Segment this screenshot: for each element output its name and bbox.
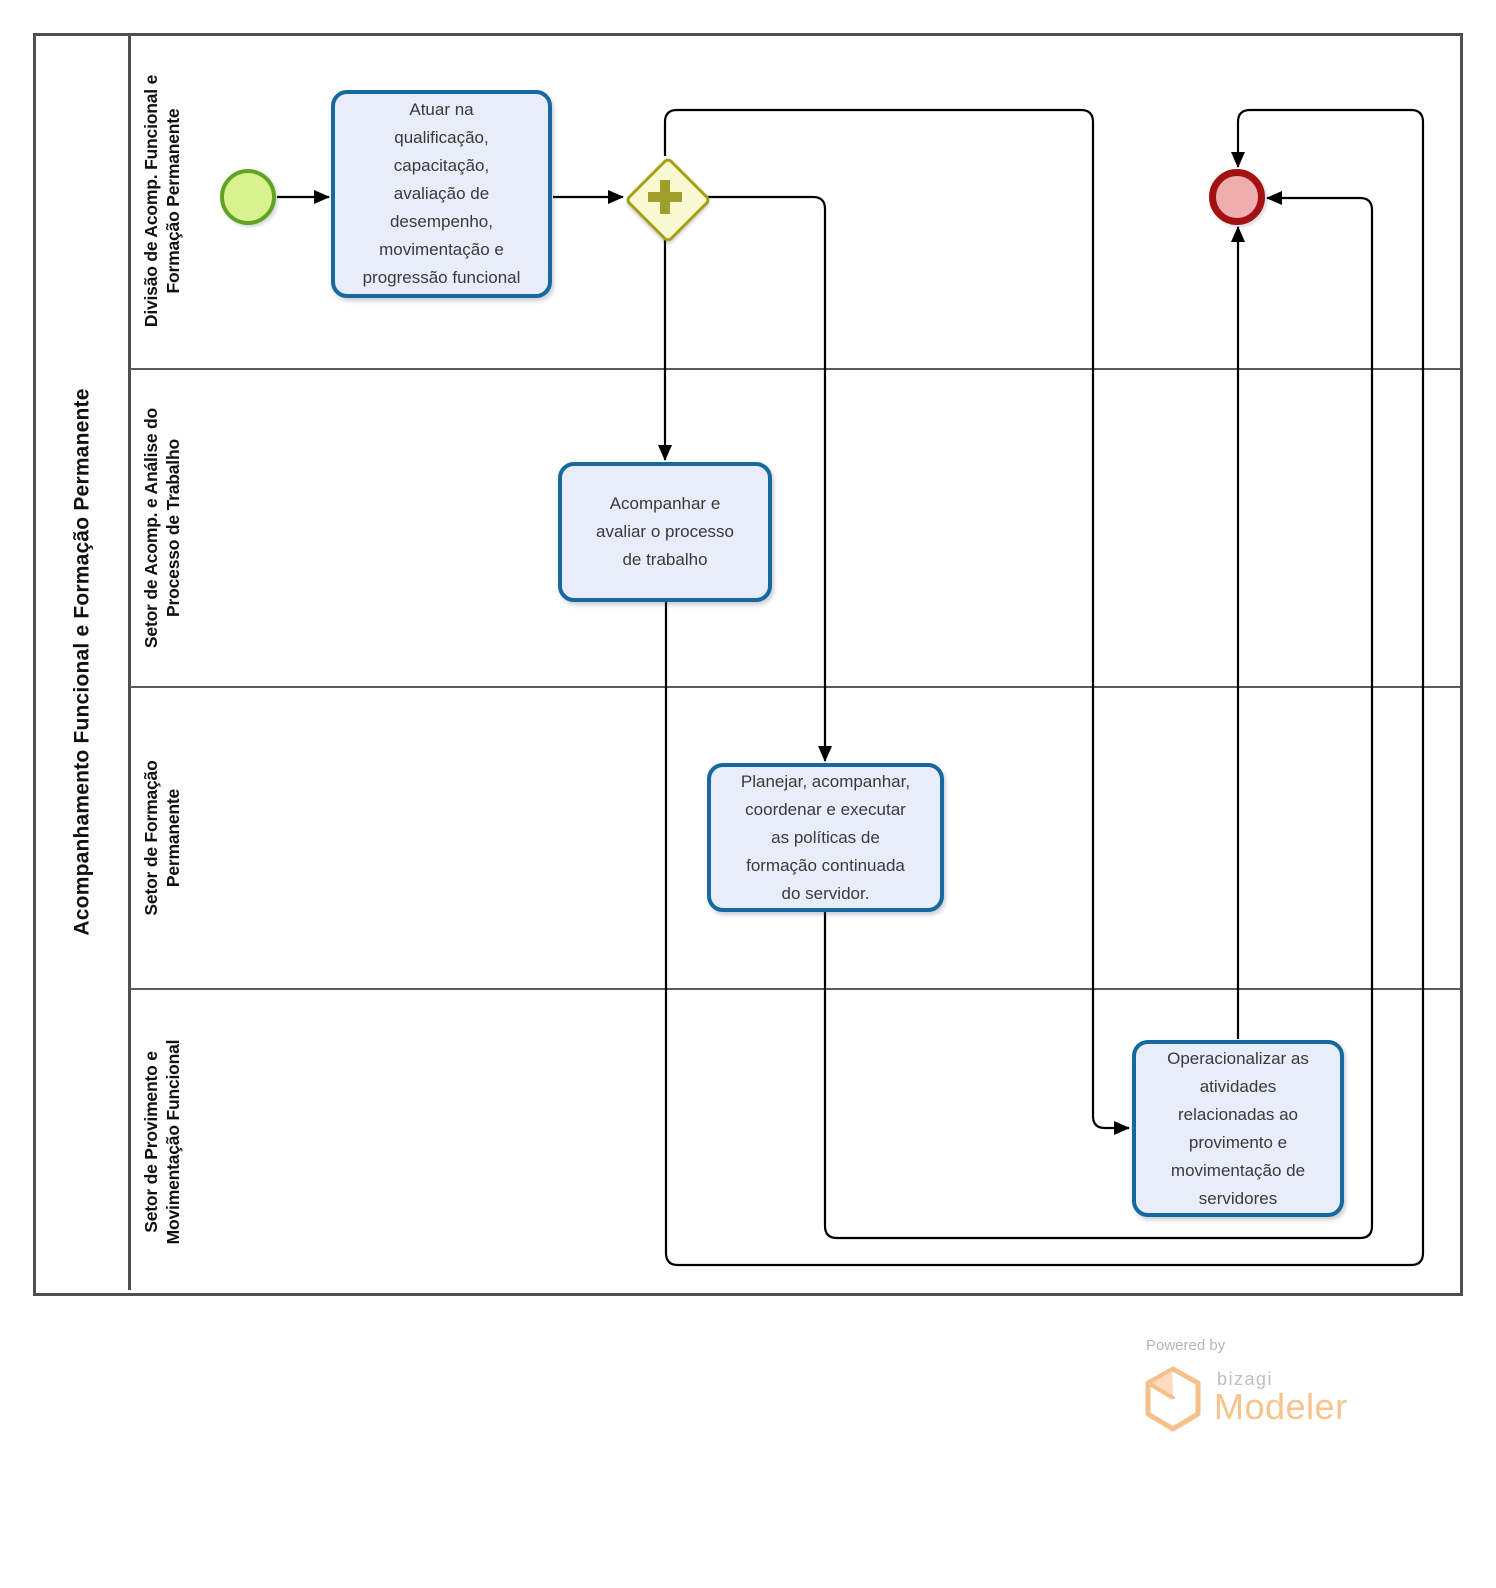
flow-task3-to-end [823,191,1374,1240]
powered-by-label: Powered by [1146,1337,1226,1354]
parallel-gateway[interactable] [624,156,712,244]
end-event[interactable] [1209,169,1265,225]
lane-divider-3 [131,988,1460,990]
task-acompanhar[interactable]: Acompanhar e avaliar o processo de traba… [558,462,772,602]
task-operacionalizar[interactable]: Operacionalizar as atividades relacionad… [1132,1040,1344,1217]
plus-icon [660,180,670,214]
start-event[interactable] [220,169,276,225]
flow-gateway-to-task3 [706,195,832,762]
lane-divider-2 [131,686,1460,688]
pool-header-column [33,33,131,1290]
lane-divider-1 [131,368,1460,370]
flow-gateway-to-task4 [663,108,1130,1135]
flow-task2-to-end [664,108,1425,1267]
bizagi-brand-label: bizagi [1217,1369,1274,1389]
modeler-product-label: Modeler [1214,1386,1348,1427]
pool-border [33,33,1463,1296]
task-planejar[interactable]: Planejar, acompanhar, coordenar e execut… [707,763,944,912]
task-atuar[interactable]: Atuar na qualificação, capacitação, aval… [331,90,552,298]
bizagi-logo-icon [1145,1366,1201,1432]
